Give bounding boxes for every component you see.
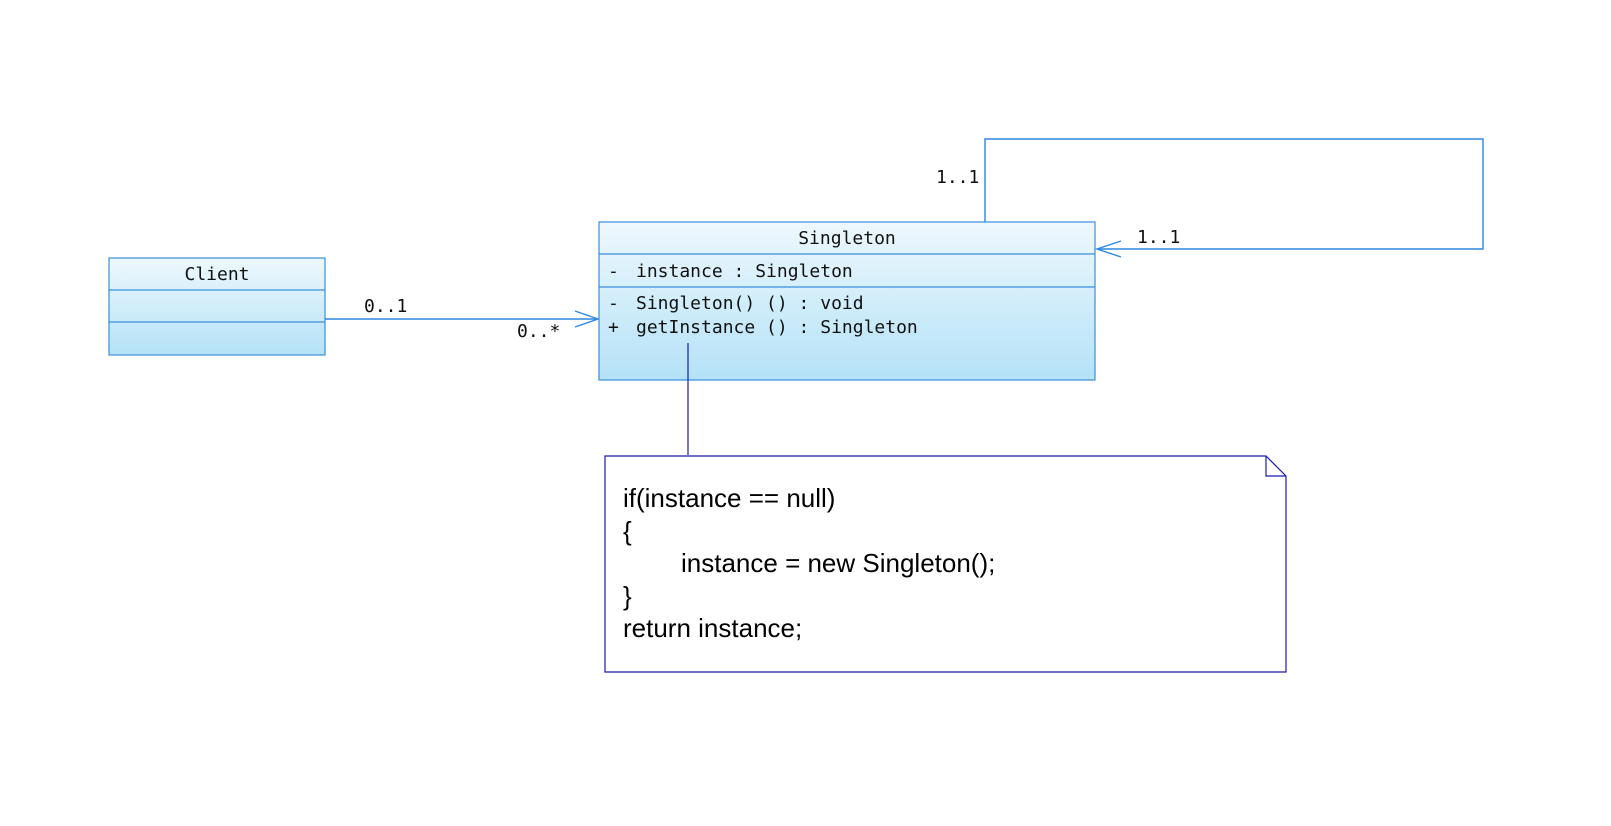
client-singleton-arrow-head (574, 310, 601, 328)
client-class[interactable]: Client (108, 257, 326, 356)
note-line-assignment: instance = new Singleton(); (681, 548, 995, 578)
note-line-close-brace: } (623, 581, 632, 611)
singleton-attribute-visibility: - (608, 261, 619, 282)
client-singleton-association[interactable]: 0..1 0..* (325, 296, 601, 342)
singleton-class[interactable]: Singleton - instance : Singleton - Singl… (598, 221, 1096, 381)
note-line-return: return instance; (623, 613, 802, 643)
client-class-box[interactable] (108, 257, 326, 356)
self-target-multiplicity: 1..1 (1137, 227, 1180, 248)
singleton-class-name: Singleton (798, 228, 896, 249)
singleton-self-association[interactable]: 1..1 1..1 (936, 138, 1484, 258)
note-shape[interactable] (604, 455, 1287, 673)
implementation-note[interactable]: if(instance == null) { instance = new Si… (604, 455, 1287, 673)
note-line-open-brace: { (623, 516, 632, 546)
singleton-target-multiplicity: 0..* (517, 321, 560, 342)
self-source-multiplicity: 1..1 (936, 167, 979, 188)
client-source-multiplicity: 0..1 (364, 296, 407, 317)
singleton-operation-getinstance: getInstance () : Singleton (636, 317, 918, 338)
client-class-name: Client (184, 264, 249, 285)
singleton-operation-visibility-1: - (608, 293, 619, 314)
singleton-class-box[interactable] (598, 221, 1096, 381)
singleton-operation-visibility-2: + (608, 317, 619, 338)
singleton-self-association-line[interactable] (984, 138, 1484, 250)
note-folded-corner (1265, 456, 1286, 477)
singleton-operation-constructor: Singleton() () : void (636, 293, 864, 314)
note-line-if: if(instance == null) (623, 483, 835, 513)
singleton-self-arrow-head (1094, 240, 1122, 258)
singleton-attribute-instance: instance : Singleton (636, 261, 853, 282)
